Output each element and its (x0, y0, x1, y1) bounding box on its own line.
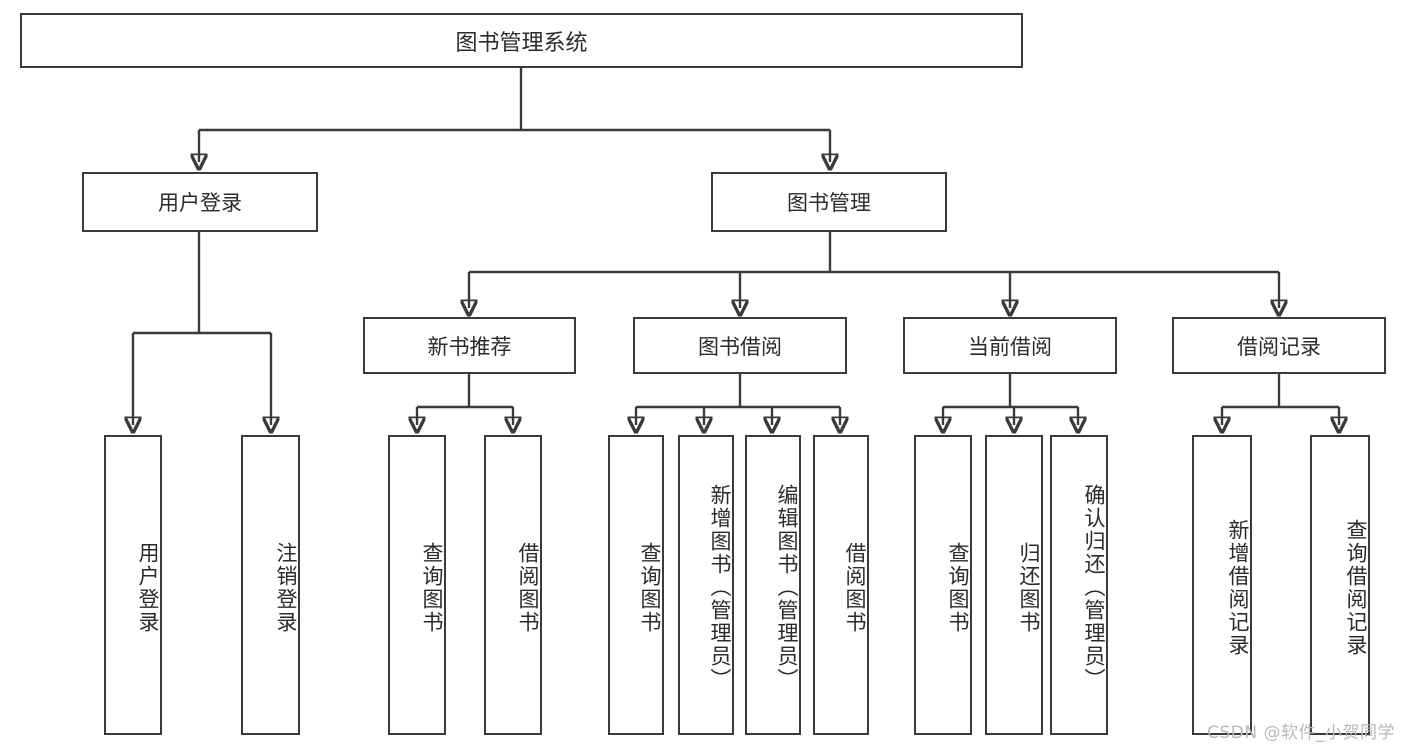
leaf-label: 查询借阅记录 (1344, 519, 1368, 657)
leaf-label: 新增图书（管理员） (708, 483, 732, 691)
leaf-label: 注销登录 (274, 542, 298, 634)
leaf-logout-login[interactable]: 注销登录 (241, 435, 300, 735)
leaf-borrow-book-recommend[interactable]: 借阅图书 (484, 435, 542, 735)
leaf-label: 查询图书 (638, 542, 662, 634)
leaf-label: 确认归还（管理员） (1082, 483, 1106, 691)
leaf-return-book[interactable]: 归还图书 (985, 435, 1043, 735)
leaf-user-login[interactable]: 用户登录 (104, 435, 162, 735)
leaf-label: 归还图书 (1017, 542, 1041, 634)
node-borrow-record[interactable]: 借阅记录 (1172, 317, 1386, 374)
csdn-watermark: CSDN @软件_小贺同学 (1207, 723, 1395, 743)
leaf-label: 查询图书 (420, 542, 444, 634)
leaf-query-borrow-record[interactable]: 查询借阅记录 (1310, 435, 1370, 735)
leaf-label: 编辑图书（管理员） (775, 483, 799, 691)
leaf-label: 用户登录 (136, 542, 160, 634)
node-book-borrow[interactable]: 图书借阅 (633, 317, 847, 374)
node-user-login[interactable]: 用户登录 (82, 172, 318, 232)
leaf-label: 借阅图书 (516, 542, 540, 634)
leaf-query-book-borrow[interactable]: 查询图书 (608, 435, 664, 735)
leaf-borrow-book-borrow[interactable]: 借阅图书 (813, 435, 869, 735)
leaf-add-book[interactable]: 新增图书（管理员） (678, 435, 734, 735)
leaf-query-book-current[interactable]: 查询图书 (914, 435, 972, 735)
leaf-query-book-recommend[interactable]: 查询图书 (388, 435, 446, 735)
node-current-borrow[interactable]: 当前借阅 (903, 317, 1117, 374)
node-root-system[interactable]: 图书管理系统 (20, 13, 1023, 68)
leaf-confirm-return[interactable]: 确认归还（管理员） (1050, 435, 1108, 735)
leaf-label: 查询图书 (946, 542, 970, 634)
node-book-manage[interactable]: 图书管理 (711, 172, 947, 232)
leaf-label: 借阅图书 (843, 542, 867, 634)
node-new-book-recommend[interactable]: 新书推荐 (363, 317, 576, 374)
leaf-edit-book[interactable]: 编辑图书（管理员） (745, 435, 801, 735)
leaf-label: 新增借阅记录 (1226, 519, 1250, 657)
leaf-add-borrow-record[interactable]: 新增借阅记录 (1192, 435, 1252, 735)
